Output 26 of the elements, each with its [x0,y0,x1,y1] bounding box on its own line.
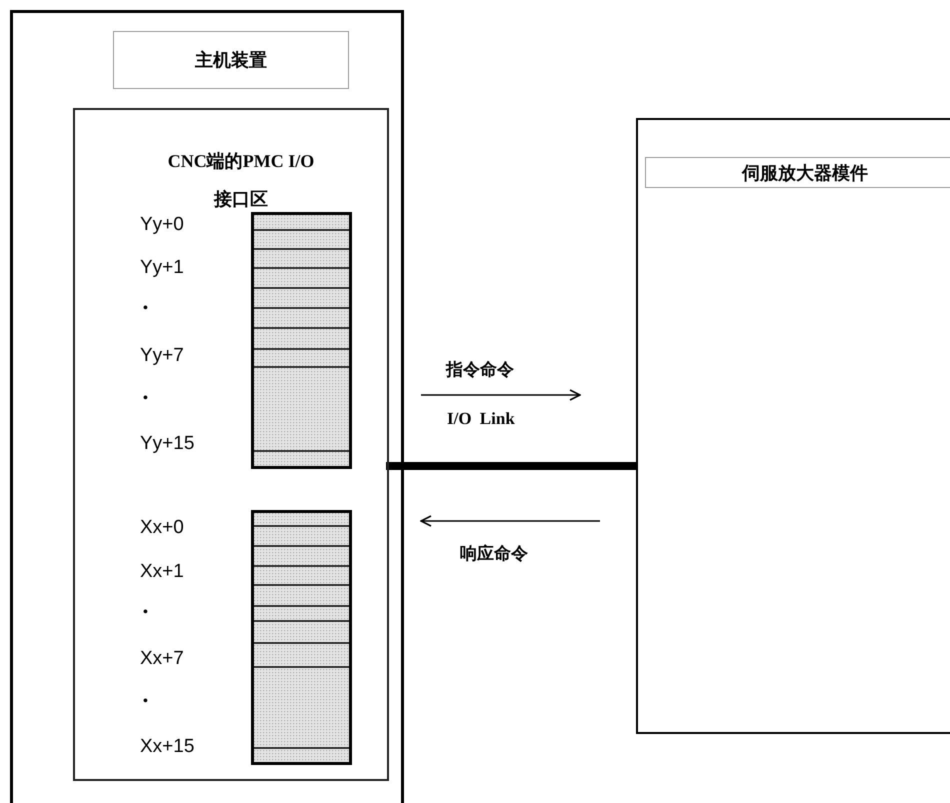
address-label: Xx+0 [140,518,184,537]
address-label: Yy+0 [140,215,184,234]
title-box [113,31,349,89]
ellipsis-dot: • [143,604,148,618]
address-label: Xx+7 [140,649,184,668]
ellipsis-dot: • [143,300,148,314]
address-label: Xx+1 [140,562,184,581]
ellipsis-dot: • [143,693,148,707]
title-box [645,157,950,188]
title-text: 主机装置 [195,49,267,72]
title-text: 伺服放大器模件 [742,162,868,184]
module-box [636,118,950,734]
direction-label: 响应命令 [460,546,528,563]
direction-label: 指令命令 [446,362,514,379]
address-label: Xx+15 [140,737,194,756]
interface-panel [73,108,389,781]
address-label: Yy+7 [140,346,184,365]
register-block [251,212,352,469]
address-label: Yy+1 [140,258,184,277]
ellipsis-dot: • [143,390,148,404]
device-frame [10,10,404,803]
address-label: Yy+15 [140,434,194,453]
register-block [251,510,352,765]
panel-heading: CNC端的PMC I/O 接口区 [166,150,316,211]
edge-label: I/O Link [447,410,515,427]
link-line [386,462,636,470]
